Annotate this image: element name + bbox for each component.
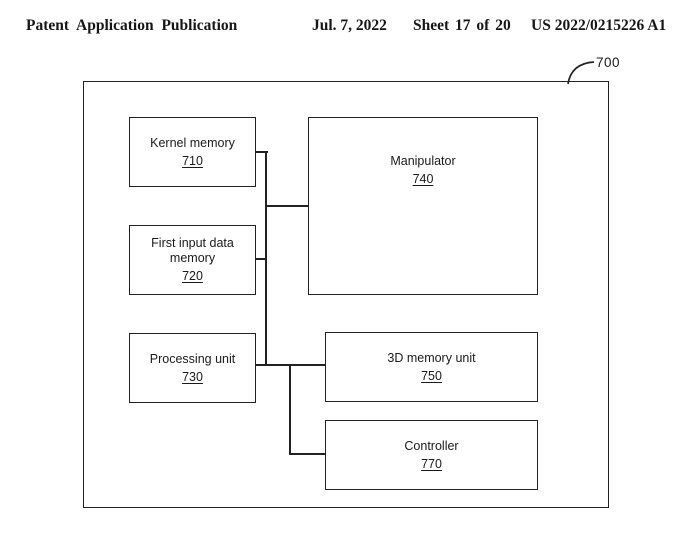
block-3d-memory-unit: 3D memory unit 750 (325, 332, 538, 402)
figure-leader-line (567, 61, 595, 85)
block-label: Processing unit (149, 351, 236, 366)
block-reference-number: 730 (182, 369, 203, 384)
connector-branch-to-controller (289, 453, 325, 455)
block-kernel-memory: Kernel memory 710 (129, 117, 256, 187)
block-label: Controller (404, 438, 459, 453)
block-label: 3D memory unit (387, 350, 476, 365)
block-label: Manipulator (390, 154, 456, 168)
block-reference-number: 770 (421, 456, 442, 471)
block-controller: Controller 770 (325, 420, 538, 490)
header-patent-number: US 2022/0215226 A1 (531, 17, 667, 34)
block-reference-number: 750 (421, 368, 442, 383)
connector-drop-to-controller (289, 364, 291, 455)
block-reference-number: 710 (182, 153, 203, 168)
block-reference-number: 740 (412, 172, 434, 186)
connector-bus-to-manipulator (266, 205, 308, 207)
block-label: Kernel memory (150, 135, 235, 150)
header-sheet-number: Sheet 17 of 20 (413, 17, 511, 34)
connector-firstinput-to-bus (255, 258, 267, 260)
figure-outer-border (83, 81, 609, 508)
block-reference-number: 720 (182, 269, 203, 283)
block-manipulator: Manipulator 740 (308, 117, 538, 295)
block-processing-unit: Processing unit 730 (129, 333, 256, 403)
header-date: Jul. 7, 2022 (312, 17, 387, 34)
figure-reference-number: 700 (596, 55, 621, 70)
block-label: First input data memory (151, 236, 234, 265)
connector-kernel-to-bus (255, 151, 268, 153)
block-first-input-data-memory: First input data memory 720 (129, 225, 256, 295)
header-publication-label: Patent Application Publication (26, 17, 238, 34)
